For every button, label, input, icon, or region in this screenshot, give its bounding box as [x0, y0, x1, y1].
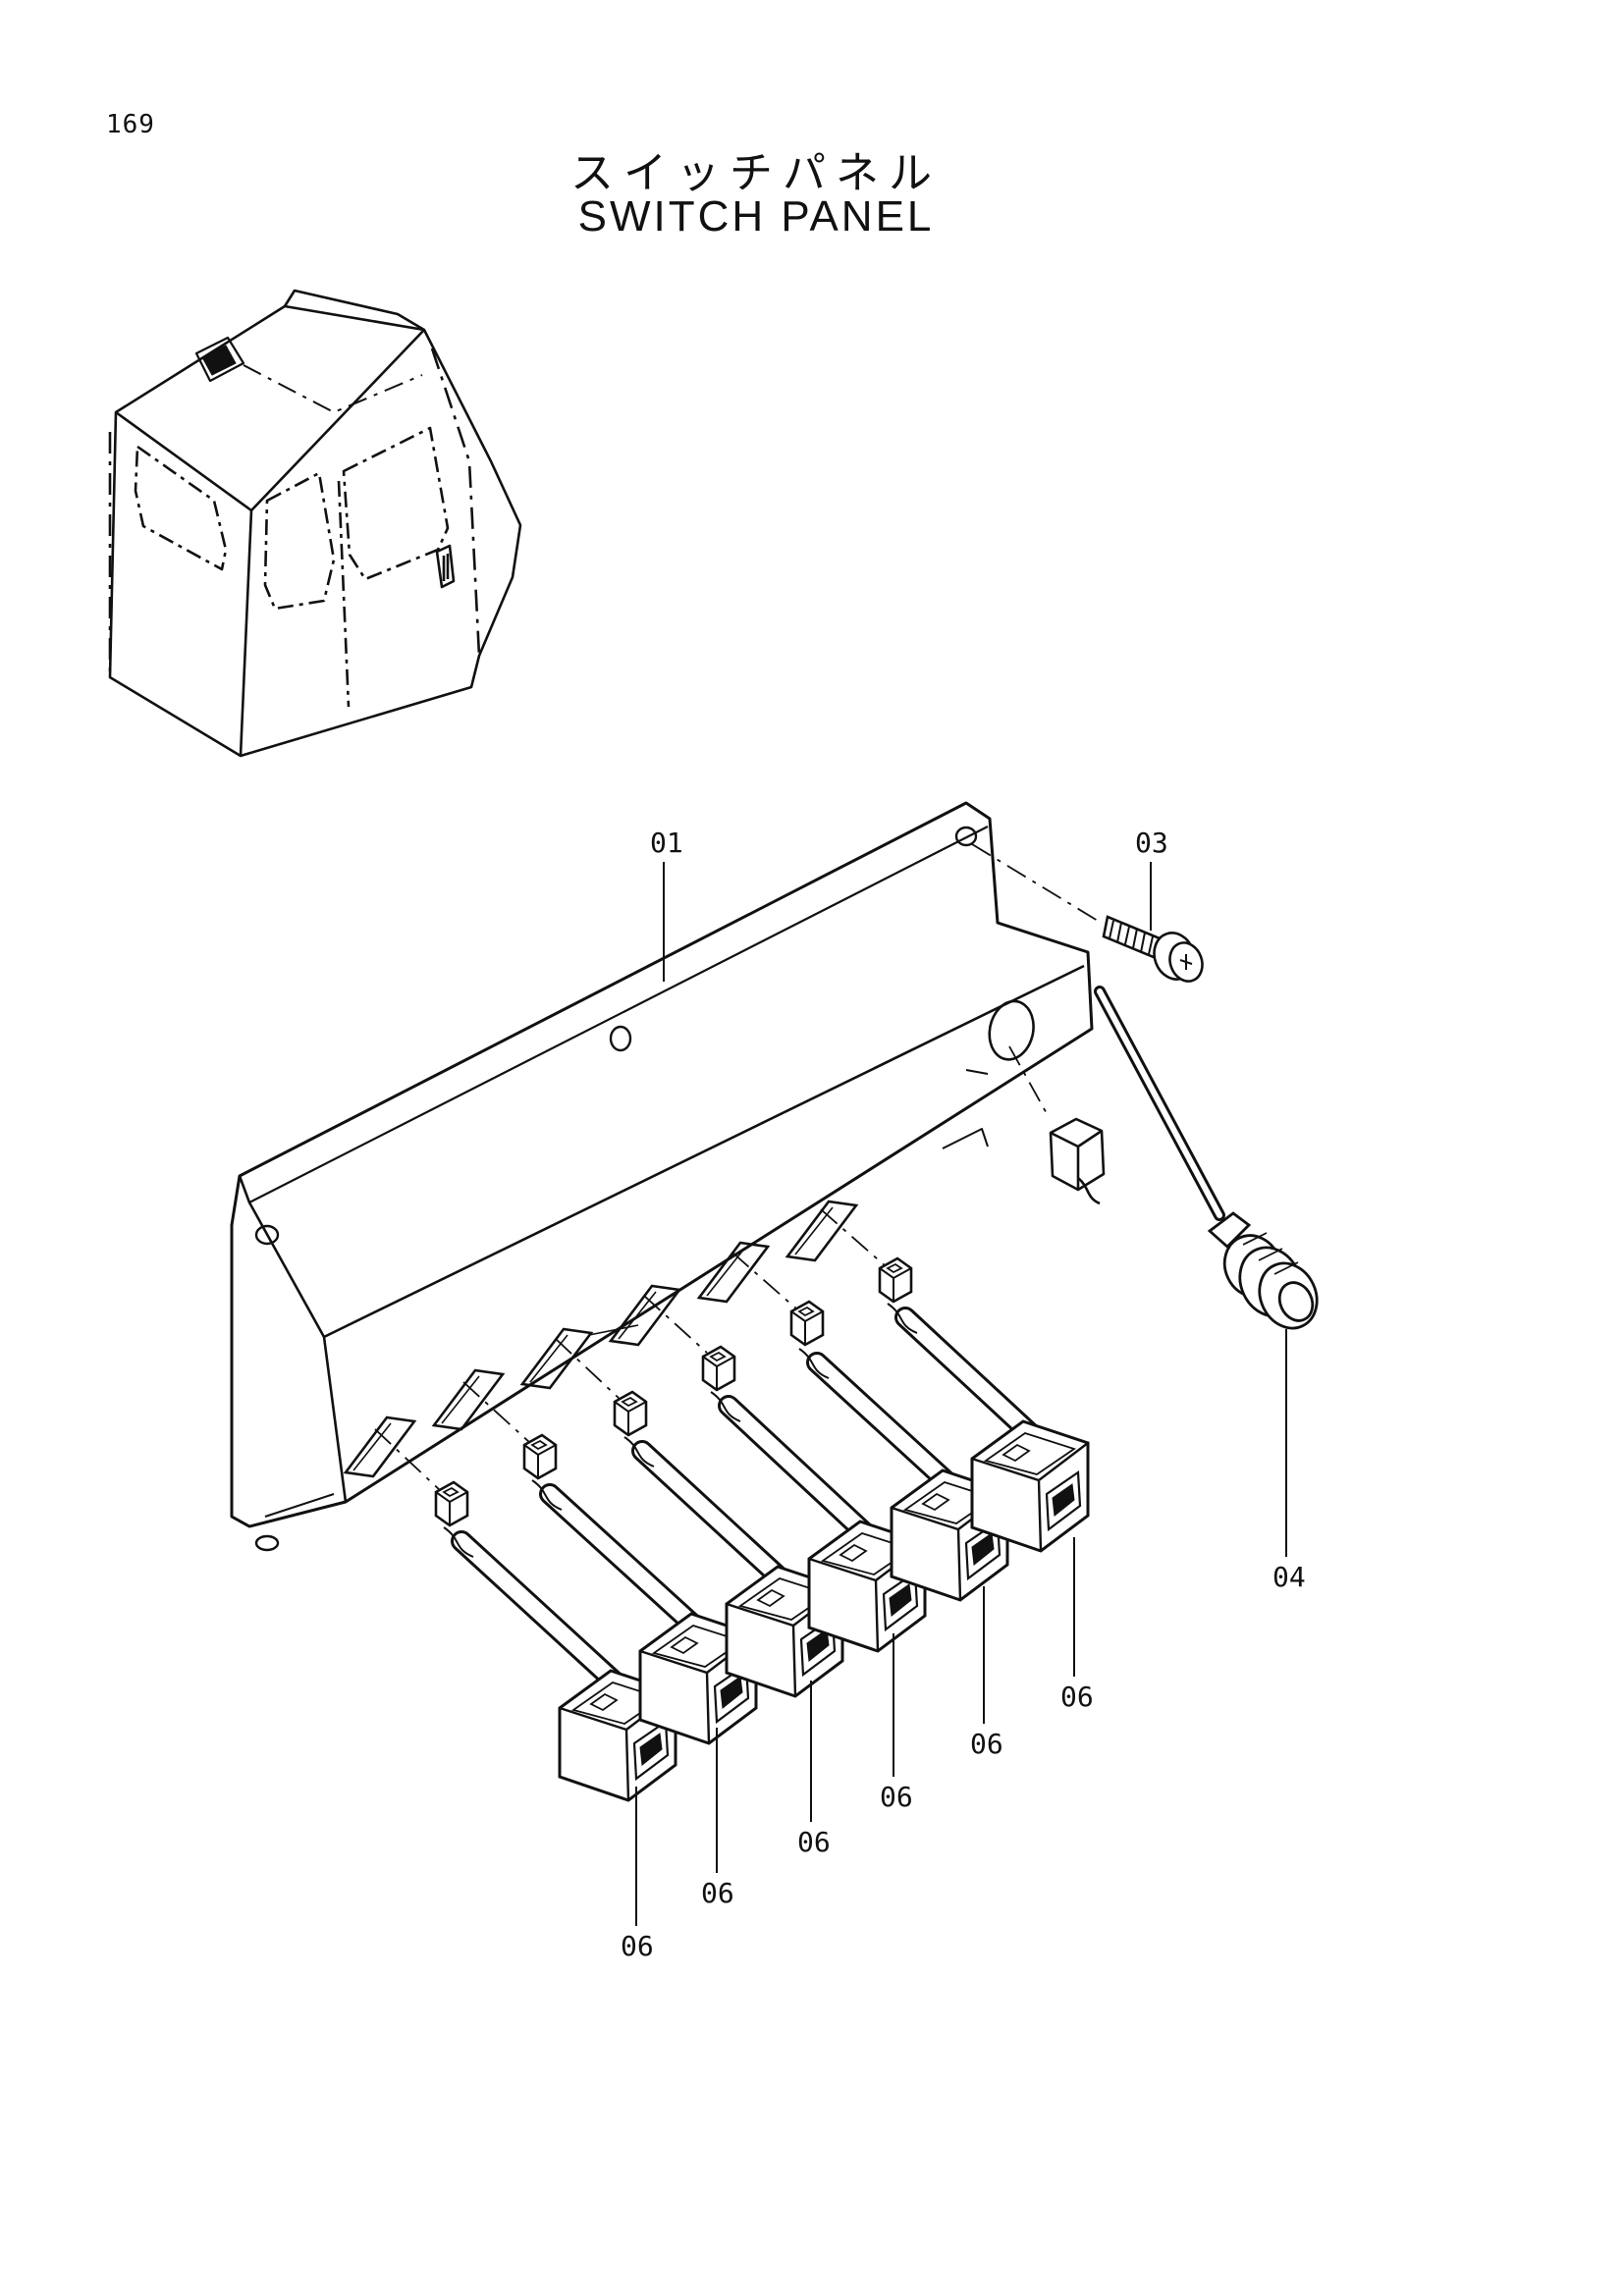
callout-key-switch: 04 — [1272, 1561, 1306, 1593]
title-japanese: スイッチパネル — [570, 148, 942, 198]
callout-panel: 01 — [650, 827, 683, 859]
assembly-leaders — [374, 843, 1099, 1493]
callout-leaders — [635, 862, 1287, 1926]
switch-panel — [230, 801, 1094, 1552]
callout-switch-3: 06 — [797, 1826, 831, 1858]
rocker-switches — [558, 1419, 1090, 1802]
callout-switch-5: 06 — [970, 1728, 1003, 1760]
cab-overview — [108, 289, 522, 758]
callout-switch-2: 06 — [701, 1877, 734, 1909]
key-switch — [1207, 1211, 1319, 1330]
callout-bolt: 03 — [1135, 827, 1168, 859]
page-number: 169 — [106, 110, 155, 139]
title-english: SWITCH PANEL — [577, 192, 935, 240]
bolt — [1102, 915, 1204, 983]
callout-switch-4: 06 — [880, 1781, 913, 1813]
callout-switch-1: 06 — [621, 1930, 654, 1962]
callout-switch-6: 06 — [1060, 1681, 1094, 1713]
key-switch-connector — [1049, 1117, 1106, 1205]
switch-cables — [451, 986, 1225, 1705]
